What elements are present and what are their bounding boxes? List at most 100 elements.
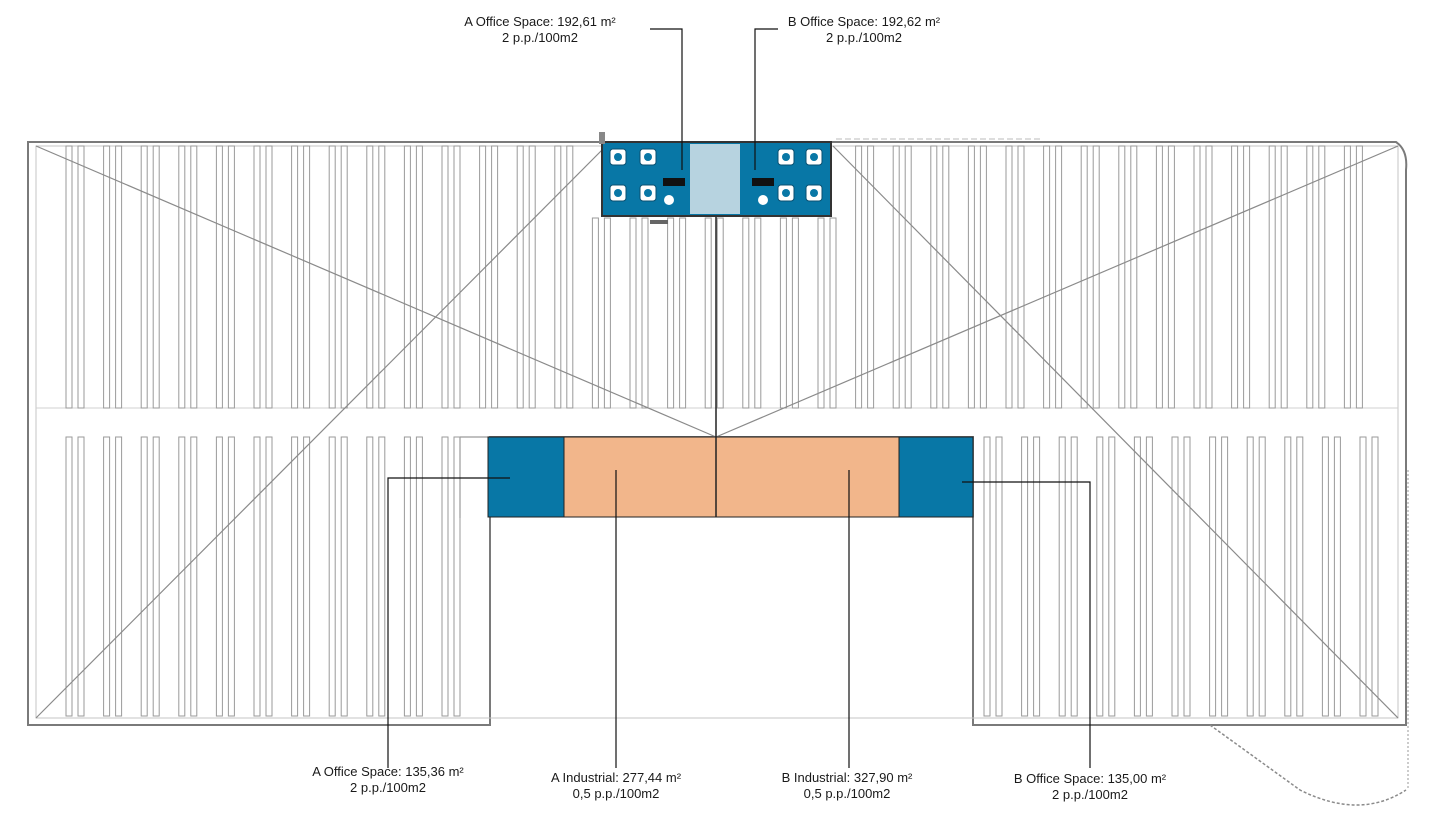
chair-icon — [644, 153, 652, 161]
rack — [115, 436, 123, 717]
rack — [641, 217, 649, 409]
rack — [1055, 145, 1063, 409]
rack — [1284, 436, 1292, 717]
rack — [190, 145, 198, 409]
label-a-industrial: A Industrial: 277,44 m² 0,5 p.p./100m2 — [550, 770, 682, 801]
rack — [1043, 145, 1051, 409]
rack — [1033, 436, 1041, 717]
rack — [227, 145, 235, 409]
rack — [253, 145, 261, 409]
rack — [904, 145, 912, 409]
chair-icon — [644, 189, 652, 197]
label-bottom-b-office: B Office Space: 135,00 m² 2 p.p./100m2 — [1013, 771, 1167, 802]
rack — [178, 145, 186, 409]
diagonal-lines — [35, 145, 1399, 719]
rack — [942, 145, 950, 409]
rack — [679, 217, 687, 409]
rack — [1209, 436, 1217, 717]
rack — [1108, 436, 1116, 717]
leader-lines — [387, 28, 1091, 768]
rack — [528, 145, 536, 409]
rack — [1017, 145, 1025, 409]
rack — [554, 145, 562, 409]
rack — [1246, 436, 1254, 717]
rack — [403, 436, 411, 717]
label-top-a-office: A Office Space: 192,61 m² 2 p.p./100m2 — [464, 14, 616, 45]
label-top-b-office: B Office Space: 192,62 m² 2 p.p./100m2 — [787, 14, 941, 45]
rack — [65, 145, 73, 409]
rack — [1343, 145, 1351, 409]
rack — [491, 145, 499, 409]
rack — [1171, 436, 1179, 717]
rack — [1296, 436, 1304, 717]
rack — [340, 436, 348, 717]
rack — [754, 217, 762, 409]
rack — [566, 145, 574, 409]
rack — [716, 217, 724, 409]
rack — [1280, 145, 1288, 409]
rack — [227, 436, 235, 717]
rack — [303, 436, 311, 717]
rack — [629, 217, 637, 409]
rack — [867, 145, 875, 409]
rack — [366, 145, 374, 409]
rack — [704, 217, 712, 409]
rack — [1130, 145, 1138, 409]
rack — [1183, 436, 1191, 717]
rack — [178, 436, 186, 717]
rack — [979, 145, 987, 409]
rack — [453, 145, 461, 409]
rack — [366, 436, 374, 717]
rack — [995, 436, 1003, 717]
rack-rows — [65, 145, 1379, 717]
rack — [1321, 436, 1329, 717]
rack — [1205, 145, 1213, 409]
rack — [190, 436, 198, 717]
rack — [1371, 436, 1379, 717]
chair-icon — [782, 153, 790, 161]
rack — [328, 145, 336, 409]
rack — [65, 436, 73, 717]
rack — [1167, 145, 1175, 409]
rack — [1145, 436, 1153, 717]
rack — [1155, 145, 1163, 409]
rack — [1133, 436, 1141, 717]
rack — [140, 145, 148, 409]
rack — [983, 436, 991, 717]
chair-icon — [810, 153, 818, 161]
rack — [453, 436, 461, 717]
rack — [291, 145, 299, 409]
rack — [415, 436, 423, 717]
rack — [791, 217, 799, 409]
rack — [1070, 436, 1078, 717]
rack — [103, 436, 111, 717]
rack — [1118, 145, 1126, 409]
rack — [215, 436, 223, 717]
rack — [1021, 436, 1029, 717]
rack — [779, 217, 787, 409]
rack — [855, 145, 863, 409]
rack — [1258, 436, 1266, 717]
rack — [215, 145, 223, 409]
rack — [1080, 145, 1088, 409]
rack — [1268, 145, 1276, 409]
office-desks — [609, 148, 823, 202]
rack — [265, 436, 273, 717]
rack — [1058, 436, 1066, 717]
rack — [378, 436, 386, 717]
rack — [1306, 145, 1314, 409]
rack — [77, 436, 85, 717]
rack — [667, 217, 675, 409]
industrial-zone — [563, 436, 900, 518]
chair-icon — [614, 153, 622, 161]
rack — [1096, 436, 1104, 717]
rack — [328, 436, 336, 717]
rack — [591, 217, 599, 409]
chair-icon — [810, 189, 818, 197]
rack — [441, 145, 449, 409]
rack — [603, 217, 611, 409]
rack — [1243, 145, 1251, 409]
office-zone-b — [898, 436, 974, 518]
rack — [967, 145, 975, 409]
